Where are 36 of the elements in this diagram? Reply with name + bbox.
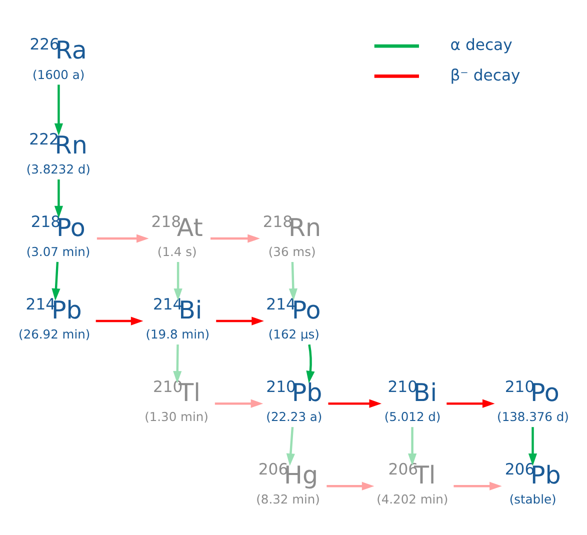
- arrow: [306, 344, 315, 384]
- arrow: [54, 179, 64, 218]
- arrow: [173, 344, 182, 384]
- legend-label: α decay: [450, 36, 512, 54]
- arrow: [288, 262, 298, 301]
- arrow: [528, 427, 538, 466]
- node-text: $^{210}$Pb (22.23 a): [266, 378, 322, 424]
- arrow: [286, 426, 295, 466]
- node-text: $^{206}$Tl (4.202 min): [376, 460, 448, 507]
- arrow: [54, 84, 64, 136]
- arrow: [326, 482, 374, 490]
- arrow: [174, 262, 182, 301]
- node-text: $^{210}$Tl (1.30 min): [144, 378, 208, 424]
- node-text: $^{226}$Ra (1600 a): [30, 35, 87, 82]
- arrow: [52, 262, 60, 301]
- node-text: $^{218}$Rn (36 ms): [262, 212, 322, 260]
- arrow: [96, 234, 149, 243]
- arrow: [216, 316, 264, 326]
- node-text: $^{218}$At (1.4 s): [151, 212, 203, 260]
- node-text: $^{210}$Po (138.376 d): [497, 378, 569, 424]
- arrow: [214, 399, 264, 408]
- node-text: $^{206}$Pb (stable): [504, 460, 561, 507]
- legend-label: β⁻ decay: [450, 66, 520, 84]
- node-text: $^{222}$Rn (3.8232 d): [26, 130, 90, 177]
- node-text: $^{214}$Bi (19.8 min): [146, 295, 210, 342]
- node-text: $^{218}$Po (3.07 min): [26, 212, 90, 260]
- arrow: [328, 399, 382, 408]
- arrow: [446, 399, 495, 408]
- node-text: $^{210}$Bi (5.012 d): [384, 378, 441, 424]
- node-text: $^{214}$Pb (26.92 min): [18, 295, 90, 342]
- arrow: [454, 482, 502, 490]
- arrow: [210, 234, 260, 243]
- arrow: [408, 427, 417, 466]
- arrow: [96, 316, 144, 326]
- node-text: $^{214}$Po (162 μs): [266, 295, 321, 342]
- node-text: $^{206}$Hg (8.32 min): [256, 460, 320, 507]
